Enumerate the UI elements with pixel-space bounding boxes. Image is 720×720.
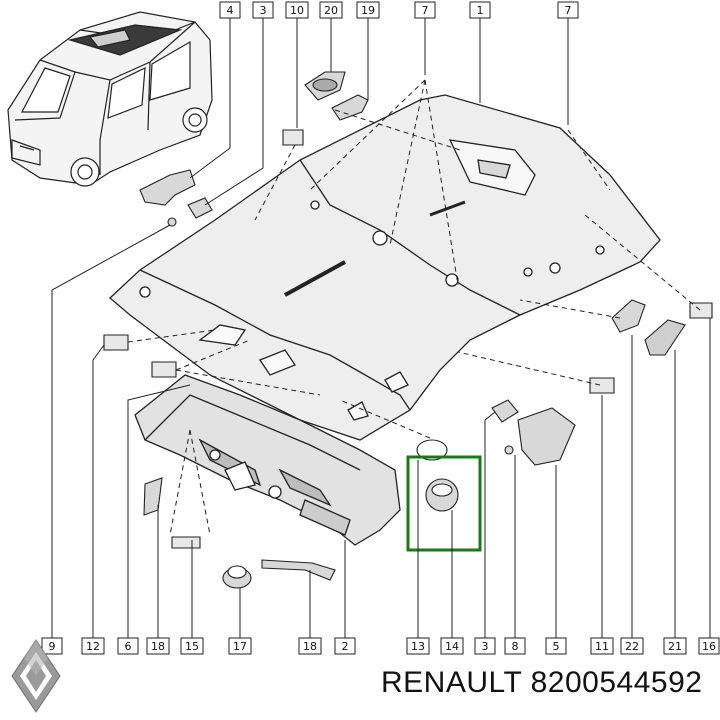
renault-logo-icon xyxy=(11,639,61,713)
callout-bottom-21: 21 xyxy=(663,637,687,655)
callout-bottom-15: 15 xyxy=(180,637,204,655)
brand-name: RENAULT xyxy=(381,666,522,699)
svg-text:6: 6 xyxy=(125,640,132,653)
svg-text:2: 2 xyxy=(342,640,349,653)
svg-text:16: 16 xyxy=(702,640,716,653)
svg-text:9: 9 xyxy=(49,640,56,653)
callout-bottom-11: 11 xyxy=(590,637,614,655)
svg-text:22: 22 xyxy=(625,640,639,653)
svg-text:21: 21 xyxy=(668,640,682,653)
callout-bottom-13: 13 xyxy=(406,637,430,655)
svg-text:11: 11 xyxy=(595,640,609,653)
brand-part-number: RENAULT 8200544592 xyxy=(381,666,702,700)
callout-top-7a: 7 xyxy=(414,1,436,19)
vehicle-illustration xyxy=(7,11,213,187)
svg-text:15: 15 xyxy=(185,640,199,653)
callout-bottom-14: 14 xyxy=(440,637,464,655)
svg-text:1: 1 xyxy=(477,4,484,17)
svg-text:7: 7 xyxy=(565,4,572,17)
callout-top-3: 3 xyxy=(252,1,274,19)
callouts-top: 4 3 10 20 19 7 1 7 xyxy=(219,1,579,19)
part-number: 8200544592 xyxy=(530,666,703,699)
callout-top-19: 19 xyxy=(356,1,380,19)
svg-text:12: 12 xyxy=(86,640,100,653)
callout-top-1: 1 xyxy=(469,1,491,19)
dashed-lines xyxy=(127,79,701,536)
callout-bottom-16: 16 xyxy=(698,637,720,655)
svg-text:5: 5 xyxy=(553,640,560,653)
svg-text:7: 7 xyxy=(422,4,429,17)
highlight-box xyxy=(406,455,482,552)
svg-text:3: 3 xyxy=(482,640,489,653)
callout-bottom-18b: 18 xyxy=(298,637,322,655)
callout-bottom-12: 12 xyxy=(81,637,105,655)
callout-bottom-9: 9 xyxy=(41,637,63,655)
svg-text:4: 4 xyxy=(227,4,234,17)
small-parts xyxy=(103,71,713,589)
svg-text:18: 18 xyxy=(151,640,165,653)
svg-text:3: 3 xyxy=(260,4,267,17)
svg-text:18: 18 xyxy=(303,640,317,653)
svg-text:14: 14 xyxy=(445,640,459,653)
callout-bottom-2: 2 xyxy=(334,637,356,655)
callout-bottom-3: 3 xyxy=(474,637,496,655)
svg-text:8: 8 xyxy=(512,640,519,653)
svg-text:20: 20 xyxy=(324,4,338,17)
svg-text:17: 17 xyxy=(233,640,247,653)
callout-bottom-5: 5 xyxy=(545,637,567,655)
overhead-console xyxy=(134,374,401,546)
callout-bottom-8: 8 xyxy=(504,637,526,655)
svg-text:13: 13 xyxy=(411,640,425,653)
svg-text:19: 19 xyxy=(361,4,375,17)
leader-lines xyxy=(51,18,711,638)
headliner xyxy=(109,94,661,441)
svg-text:10: 10 xyxy=(290,4,304,17)
callout-bottom-18a: 18 xyxy=(146,637,170,655)
callout-top-20: 20 xyxy=(319,1,343,19)
callouts-bottom: 9 12 6 18 15 17 18 2 13 14 3 8 5 11 22 2… xyxy=(41,637,720,655)
callout-bottom-22: 22 xyxy=(620,637,644,655)
callout-bottom-6: 6 xyxy=(117,637,139,655)
callout-top-4: 4 xyxy=(219,1,241,19)
callout-top-10: 10 xyxy=(285,1,309,19)
callout-top-7b: 7 xyxy=(557,1,579,19)
callout-bottom-17: 17 xyxy=(228,637,252,655)
